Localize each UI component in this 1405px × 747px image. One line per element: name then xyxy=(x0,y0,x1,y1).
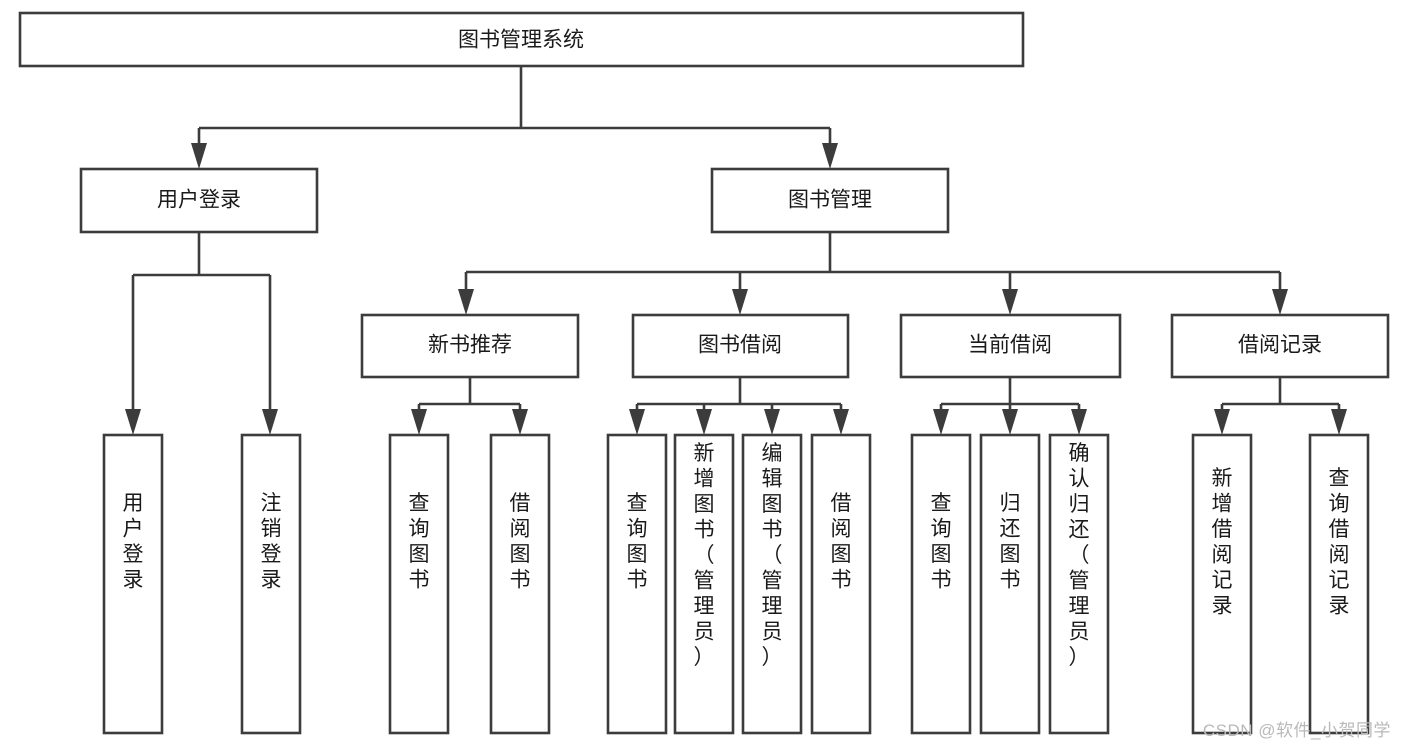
node-user-login[interactable]: 用户登录 xyxy=(79,167,319,234)
node-leaf-7-box[interactable] xyxy=(741,433,803,735)
node-book-manage[interactable]: 图书管理 xyxy=(710,167,950,234)
node-borrow-record[interactable]: 借阅记录 xyxy=(1170,313,1390,379)
arrow-head-leaf-3 xyxy=(411,409,427,435)
connector-root-bus xyxy=(197,66,832,148)
connector-book-borrow-bus xyxy=(635,377,843,414)
arrow-head-leaf-1 xyxy=(125,409,141,435)
node-leaf-13-label: 查询借阅记录 xyxy=(1329,467,1350,618)
arrow-head-leaf-2 xyxy=(262,409,278,435)
arrow-head-leaf-6 xyxy=(696,409,712,435)
arrow-head-current-borrow xyxy=(1002,289,1018,315)
node-leaf-11-box[interactable] xyxy=(1048,433,1110,735)
node-leaf-4-box[interactable] xyxy=(489,433,551,735)
node-leaf-4-label: 借阅图书 xyxy=(510,492,531,592)
node-leaf-5-box[interactable] xyxy=(606,433,668,735)
arrow-head-leaf-13 xyxy=(1331,409,1347,435)
leaf-layer: 用户登录 注销登录 查询图书 借阅图书 查询图书 新增图书（管理员） xyxy=(102,433,1370,735)
node-leaf-11-label: 确认归还（管理员） xyxy=(1069,442,1090,669)
node-current-borrow-label: 当前借阅 xyxy=(968,334,1052,357)
node-leaf-1[interactable]: 用户登录 xyxy=(102,433,164,735)
node-user-login-box[interactable] xyxy=(79,167,319,234)
arrow-head-book-manage xyxy=(822,143,838,169)
node-leaf-12-box[interactable] xyxy=(1191,433,1253,735)
node-leaf-13[interactable]: 查询借阅记录 xyxy=(1308,433,1370,735)
arrow-head-user-login xyxy=(191,143,207,169)
node-book-manage-box[interactable] xyxy=(710,167,950,234)
node-leaf-6[interactable]: 新增图书（管理员） xyxy=(673,433,735,735)
node-leaf-8-box[interactable] xyxy=(810,433,872,735)
node-book-borrow[interactable]: 图书借阅 xyxy=(631,313,850,379)
connector-layer xyxy=(125,66,1347,435)
node-leaf-6-box[interactable] xyxy=(673,433,735,735)
connector-new-book-rec-bus xyxy=(417,377,522,414)
node-book-borrow-box[interactable] xyxy=(631,313,850,379)
arrow-head-leaf-7 xyxy=(764,409,780,435)
node-borrow-record-box[interactable] xyxy=(1170,313,1390,379)
node-leaf-5-label: 查询图书 xyxy=(627,492,648,592)
node-book-manage-label: 图书管理 xyxy=(788,189,872,212)
node-user-login-label: 用户登录 xyxy=(157,189,241,212)
node-leaf-4[interactable]: 借阅图书 xyxy=(489,433,551,735)
node-leaf-12[interactable]: 新增借阅记录 xyxy=(1191,433,1253,735)
node-leaf-8[interactable]: 借阅图书 xyxy=(810,433,872,735)
node-current-borrow[interactable]: 当前借阅 xyxy=(899,313,1122,379)
node-borrow-record-label: 借阅记录 xyxy=(1238,334,1322,357)
arrow-head-leaf-5 xyxy=(629,409,645,435)
connector-book-manage-bus xyxy=(464,232,1282,294)
connector-borrow-record-bus xyxy=(1220,377,1341,414)
node-leaf-7[interactable]: 编辑图书（管理员） xyxy=(741,433,803,735)
node-leaf-3[interactable]: 查询图书 xyxy=(388,433,450,735)
node-leaf-3-box[interactable] xyxy=(388,433,450,735)
node-leaf-1-box[interactable] xyxy=(102,433,164,735)
node-new-book-rec-label: 新书推荐 xyxy=(428,334,512,357)
node-root-box[interactable] xyxy=(18,11,1025,68)
node-leaf-10-box[interactable] xyxy=(979,433,1041,735)
arrow-head-new-book-rec xyxy=(458,289,474,315)
node-new-book-rec-box[interactable] xyxy=(360,313,580,379)
node-leaf-11[interactable]: 确认归还（管理员） xyxy=(1048,433,1110,735)
arrow-head-leaf-12 xyxy=(1214,409,1230,435)
node-book-borrow-label: 图书借阅 xyxy=(698,334,782,357)
node-leaf-8-label: 借阅图书 xyxy=(831,492,852,592)
node-leaf-2-label: 注销登录 xyxy=(261,492,282,592)
node-leaf-2-box[interactable] xyxy=(240,433,302,735)
node-leaf-2[interactable]: 注销登录 xyxy=(240,433,302,735)
connector-user-login-bus xyxy=(131,232,272,414)
node-current-borrow-box[interactable] xyxy=(899,313,1122,379)
node-leaf-7-label: 编辑图书（管理员） xyxy=(762,442,783,669)
node-leaf-10-label: 归还图书 xyxy=(1000,492,1021,592)
node-leaf-13-box[interactable] xyxy=(1308,433,1370,735)
arrow-head-leaf-10 xyxy=(1002,409,1018,435)
arrow-head-leaf-8 xyxy=(833,409,849,435)
connector-current-borrow-bus xyxy=(939,377,1081,414)
node-leaf-12-label: 新增借阅记录 xyxy=(1212,467,1233,618)
arrow-head-leaf-4 xyxy=(512,409,528,435)
node-leaf-6-label: 新增图书（管理员） xyxy=(694,442,715,669)
node-leaf-3-label: 查询图书 xyxy=(409,492,430,592)
arrow-head-leaf-11 xyxy=(1071,409,1087,435)
arrow-head-borrow-record xyxy=(1272,289,1288,315)
node-leaf-5[interactable]: 查询图书 xyxy=(606,433,668,735)
node-leaf-9-label: 查询图书 xyxy=(931,492,952,592)
node-leaf-1-label: 用户登录 xyxy=(123,492,144,592)
node-new-book-rec[interactable]: 新书推荐 xyxy=(360,313,580,379)
node-leaf-9[interactable]: 查询图书 xyxy=(910,433,972,735)
node-leaf-9-box[interactable] xyxy=(910,433,972,735)
node-root-label: 图书管理系统 xyxy=(458,29,584,52)
arrow-head-book-borrow xyxy=(732,289,748,315)
arrow-head-leaf-9 xyxy=(933,409,949,435)
node-leaf-10[interactable]: 归还图书 xyxy=(979,433,1041,735)
node-root[interactable]: 图书管理系统 xyxy=(18,11,1025,68)
